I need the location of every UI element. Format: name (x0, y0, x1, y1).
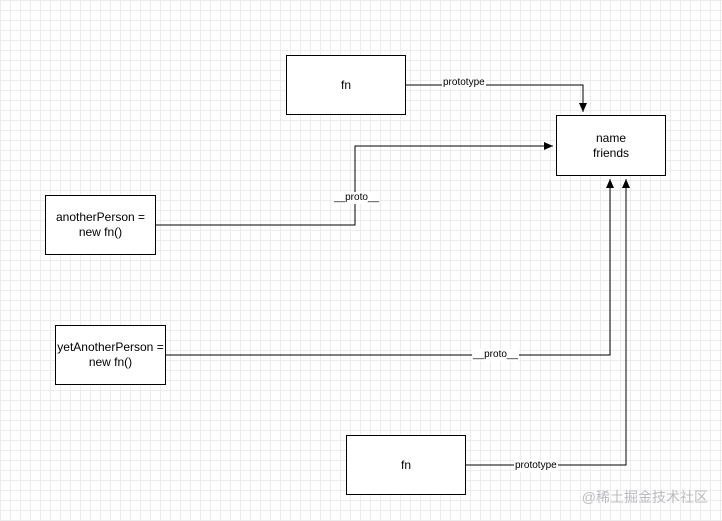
edge-yetanother-proto (166, 179, 614, 356)
edge-fn-top-prototype (406, 84, 587, 112)
watermark: @稀土掘金技术社区 (581, 489, 708, 505)
edge-label-prototype-top: prototype (442, 77, 486, 89)
edge-label-prototype-bottom: prototype (514, 460, 558, 472)
edge-another-proto (156, 142, 553, 226)
edge-fn-bottom-prototype (466, 179, 630, 466)
node-yet-another-person[interactable]: yetAnotherPerson = new fn() (55, 325, 166, 385)
node-prototype-object[interactable]: name friends (556, 115, 666, 176)
edge-label-proto-another: __proto__ (333, 192, 381, 204)
node-fn-bottom[interactable]: fn (346, 435, 466, 495)
node-fn-top[interactable]: fn (286, 55, 406, 115)
edge-label-proto-yetanother: __proto__ (472, 349, 520, 361)
node-another-person[interactable]: anotherPerson = new fn() (45, 195, 156, 255)
